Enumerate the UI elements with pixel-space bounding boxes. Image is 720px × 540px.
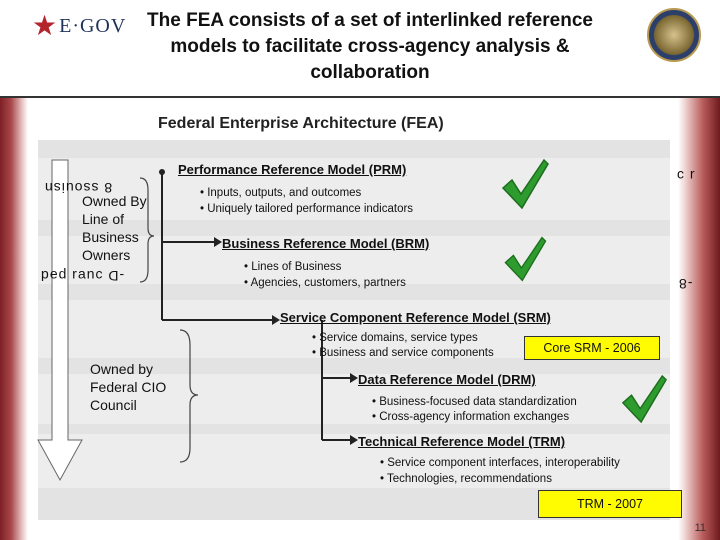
- brm-bullet: • Agencies, customers, partners: [244, 276, 406, 291]
- srm-bullet: • Business and service components: [312, 346, 494, 361]
- drm-bullet: • Cross-agency information exchanges: [372, 410, 569, 425]
- check-icon: [500, 234, 550, 284]
- owner-cio-label: Owned by Federal CIO Council: [90, 360, 180, 414]
- spine-dot: [159, 169, 165, 175]
- drm-bullet: • Business-focused data standardization: [372, 395, 577, 410]
- rotated-text-artifact: ɹ ɔ: [676, 168, 695, 184]
- prm-bullet: • Inputs, outputs, and outcomes: [200, 186, 361, 201]
- brm-title: Business Reference Model (BRM): [222, 236, 429, 251]
- trm-title: Technical Reference Model (TRM): [358, 434, 565, 449]
- srm-title: Service Component Reference Model (SRM): [280, 310, 551, 325]
- owner-lob-label: Owned By Line of Business Owners: [82, 192, 152, 264]
- rotated-text-artifact: -D ɔuɐɹ pǝd: [40, 268, 124, 284]
- trm-bullet: • Technologies, recommendations: [380, 472, 552, 487]
- page-number: 11: [695, 522, 706, 534]
- flow-arrow-icon: [38, 160, 82, 480]
- srm-bullet: • Service domains, service types: [312, 331, 478, 346]
- trm-bullet: • Service component interfaces, interope…: [380, 456, 620, 471]
- srm-status-badge: Core SRM - 2006: [524, 336, 660, 360]
- brm-bullet: • Lines of Business: [244, 260, 341, 275]
- check-icon: [500, 156, 550, 212]
- check-icon: [620, 372, 668, 426]
- drm-title: Data Reference Model (DRM): [358, 372, 536, 387]
- rotated-text-artifact: -8: [678, 276, 692, 292]
- trm-status-badge: TRM - 2007: [538, 490, 682, 518]
- prm-bullet: • Uniquely tailored performance indicato…: [200, 202, 413, 217]
- prm-title: Performance Reference Model (PRM): [178, 162, 406, 177]
- brace-cio: [180, 330, 198, 462]
